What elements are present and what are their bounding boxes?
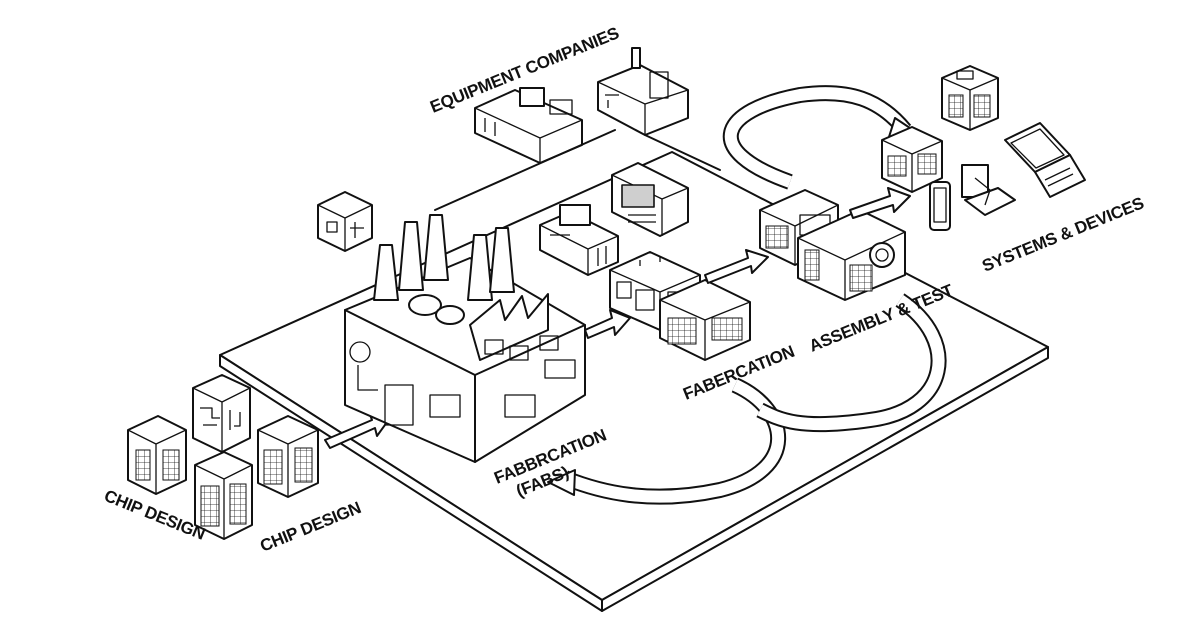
fabrication-cluster	[609, 249, 769, 361]
label-chip-design-right: CHIP DESIGN	[257, 498, 363, 556]
equipment-cluster-middle	[539, 162, 689, 276]
assembly-cluster	[759, 187, 911, 301]
office-building-icon	[881, 126, 943, 193]
smartphone-icon	[929, 181, 951, 231]
office-building-icon	[257, 415, 319, 498]
factory-icon	[597, 47, 689, 136]
chip-cube-icon	[941, 65, 999, 131]
factory-icon	[344, 214, 631, 463]
factory-icon	[474, 87, 583, 164]
chip-design-cluster	[127, 374, 391, 540]
fabrication-to-assembly-arrow	[704, 249, 769, 284]
equipment-cluster	[434, 47, 721, 211]
office-building-icon	[194, 451, 253, 540]
monitor-icon	[611, 162, 689, 237]
robot-arm-icon	[539, 204, 619, 276]
robot-arm-icon	[961, 164, 1016, 216]
fab-to-fabrication-arrow	[584, 309, 631, 339]
systems-cluster	[881, 65, 1086, 231]
design-to-fab-arrow	[324, 411, 391, 449]
laptop-icon	[1004, 122, 1086, 198]
flow-loops	[547, 85, 947, 505]
assembly-to-systems-arrow	[849, 187, 911, 219]
chip-cube-icon	[192, 374, 251, 453]
label-chip-design-left: CHIP DESIGN	[102, 486, 208, 544]
office-building-icon	[659, 279, 751, 361]
chip-cube-icon	[127, 415, 187, 495]
chip-cube-icon	[317, 191, 373, 252]
